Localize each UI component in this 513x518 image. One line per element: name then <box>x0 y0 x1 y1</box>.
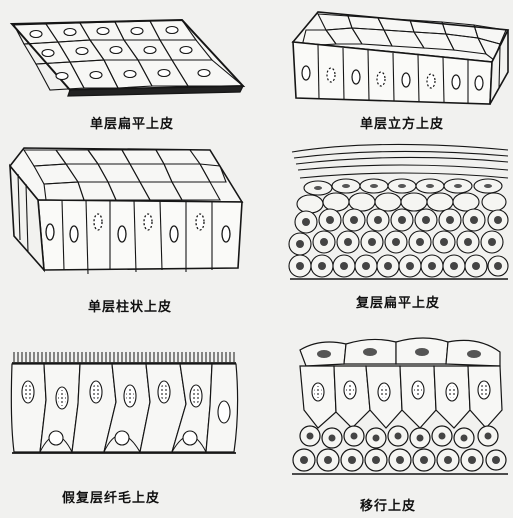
stratified-squamous-figure <box>289 144 508 279</box>
caption-simple-columnar: 单层柱状上皮 <box>88 296 172 315</box>
caption-transitional: 移行上皮 <box>360 495 416 514</box>
caption-simple-squamous: 单层扁平上皮 <box>90 113 174 132</box>
pseudostratified-ciliated-figure <box>11 352 237 453</box>
simple-squamous-figure <box>12 20 243 96</box>
simple-cuboidal-figure <box>293 12 508 104</box>
simple-columnar-figure <box>10 148 242 274</box>
caption-stratified-squamous: 复层扁平上皮 <box>356 292 440 311</box>
transitional-figure <box>292 338 508 474</box>
caption-pseudostratified-ciliated: 假复层纤毛上皮 <box>62 487 160 506</box>
caption-simple-cuboidal: 单层立方上皮 <box>360 113 444 132</box>
